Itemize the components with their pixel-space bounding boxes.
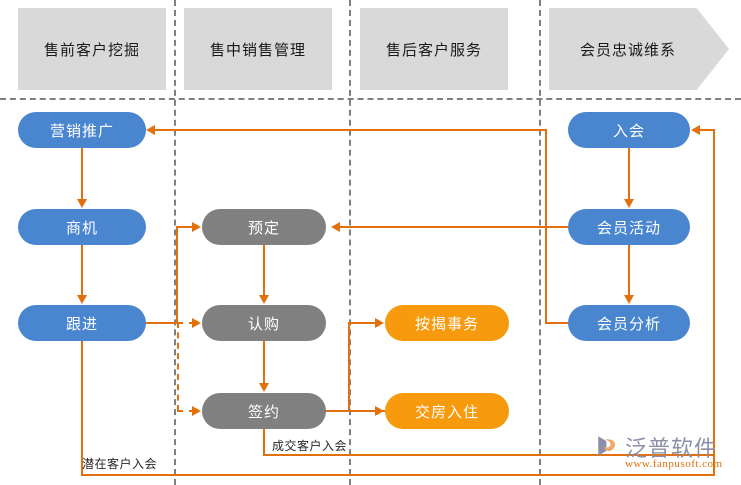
phase-banner-insale: 售中销售管理 — [184, 8, 332, 90]
node-member-analysis[interactable]: 会员分析 — [568, 305, 690, 341]
phase-band-divider — [0, 98, 741, 100]
node-membership-join[interactable]: 入会 — [568, 112, 690, 148]
node-member-activity[interactable]: 会员活动 — [568, 209, 690, 245]
edge-marketing-to-opportunity — [81, 148, 83, 200]
edge-activity-to-analysis — [628, 245, 630, 296]
edge-analysis-riser — [545, 129, 547, 324]
edge-closed-member-drop — [263, 429, 265, 456]
arrowhead-right — [192, 406, 201, 416]
arrowhead-down — [259, 383, 269, 392]
arrowhead-left — [691, 125, 700, 135]
edge-followup-riser — [176, 226, 178, 324]
arrowhead-right — [192, 318, 201, 328]
brand-watermark: 泛普软件 www.fanpusoft.com — [595, 431, 735, 477]
node-label: 营销推广 — [49, 122, 114, 140]
edge-caption-potential-member: 潜在客户入会 — [82, 457, 158, 471]
phase-banner-aftersale: 售后客户服务 — [360, 8, 508, 90]
edge-subscribe-to-contract — [263, 341, 265, 384]
node-label: 预定 — [247, 219, 280, 237]
phase-banner-loyalty: 会员忠诚维系 — [549, 8, 729, 90]
edge-members-into-join — [700, 129, 715, 131]
node-booking[interactable]: 预定 — [202, 209, 326, 245]
node-label: 商机 — [65, 219, 98, 237]
arrowhead-down — [77, 199, 87, 208]
edge-followup-to-booking — [176, 226, 194, 228]
node-label: 签约 — [247, 403, 280, 421]
phase-label: 会员忠诚维系 — [579, 41, 676, 59]
node-business-opportunity[interactable]: 商机 — [18, 209, 146, 245]
phase-label: 售后客户服务 — [385, 41, 482, 59]
node-follow-up[interactable]: 跟进 — [18, 305, 146, 341]
arrowhead-right — [375, 318, 384, 328]
edge-caption-closed-member: 成交客户入会 — [272, 439, 348, 453]
swimlane-divider-1 — [174, 0, 176, 485]
brand-url: www.fanpusoft.com — [625, 458, 723, 470]
node-contract-signing[interactable]: 签约 — [202, 393, 326, 429]
node-label: 按揭事务 — [414, 315, 479, 333]
edge-to-mortgage — [348, 322, 377, 324]
node-label: 会员分析 — [596, 315, 661, 333]
phase-banner-presale: 售前客户挖掘 — [18, 8, 166, 90]
phase-label: 售中销售管理 — [209, 41, 306, 59]
node-label: 会员活动 — [596, 219, 661, 237]
node-label: 交房入住 — [414, 403, 479, 421]
node-label: 认购 — [247, 315, 280, 333]
edge-followup-dashed-riser — [177, 322, 179, 411]
edge-contract-riser — [348, 322, 350, 412]
node-mortgage-affairs[interactable]: 按揭事务 — [385, 305, 509, 341]
arrowhead-down — [624, 199, 634, 208]
edge-dashed-to-contract — [177, 410, 195, 412]
arrowhead-down — [259, 295, 269, 304]
edge-contract-out — [326, 410, 385, 412]
edge-potential-member-bottom — [81, 474, 715, 476]
edge-dashed-to-subscribe — [177, 322, 195, 324]
fanpu-swoosh-icon — [598, 436, 616, 456]
arrowhead-right — [375, 406, 384, 416]
node-label: 跟进 — [65, 315, 98, 333]
arrowhead-right — [192, 222, 201, 232]
edge-join-to-activity — [628, 148, 630, 200]
node-handover-occupancy[interactable]: 交房入住 — [385, 393, 509, 429]
edge-opportunity-to-followup — [81, 245, 83, 296]
edge-closed-member-bottom — [263, 454, 715, 456]
swimlane-divider-3 — [539, 0, 541, 485]
edge-analysis-out — [545, 322, 570, 324]
arrowhead-left — [146, 125, 155, 135]
swimlane-divider-2 — [349, 0, 351, 485]
node-label: 入会 — [612, 122, 645, 140]
edge-booking-to-subscribe — [263, 245, 265, 296]
edge-followup-out — [146, 322, 178, 324]
edge-members-riser — [713, 130, 715, 476]
edge-activity-to-booking — [340, 226, 568, 228]
arrowhead-down — [624, 295, 634, 304]
phase-label: 售前客户挖掘 — [43, 41, 140, 59]
node-subscription[interactable]: 认购 — [202, 305, 326, 341]
arrowhead-down — [77, 295, 87, 304]
node-marketing-promotion[interactable]: 营销推广 — [18, 112, 146, 148]
edge-analysis-to-marketing — [155, 129, 547, 131]
arrowhead-left — [331, 222, 340, 232]
brand-name: 泛普软件 — [625, 436, 718, 461]
edge-potential-member-drop — [81, 341, 83, 476]
